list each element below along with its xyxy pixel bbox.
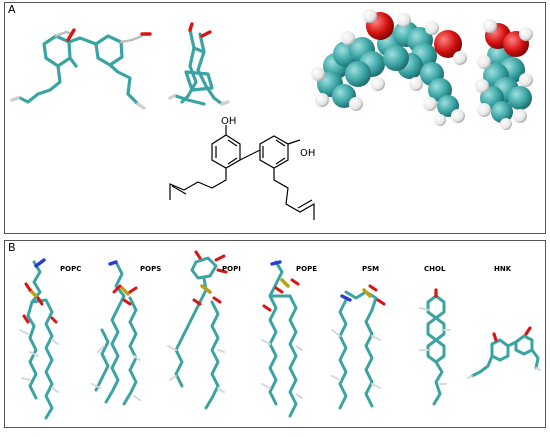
molecule-label-psm: PSM <box>362 265 380 273</box>
honokiol-stick-model-side <box>174 28 224 106</box>
honokiol-space-filling-front <box>311 9 467 126</box>
popc-stick-model <box>19 258 59 420</box>
chol-stick-model <box>419 288 451 406</box>
psm-stick-model <box>331 284 386 410</box>
structure-oh-top: OH <box>221 116 236 127</box>
panel-a-label: A <box>8 3 16 16</box>
honokiol-stick-hydroxyls <box>10 28 152 110</box>
molecule-label-pope: POPE <box>296 265 317 273</box>
honokiol-stick-model-front <box>18 30 144 106</box>
panel-b-label: B <box>8 241 16 254</box>
molecule-label-hnk: HNK <box>494 265 512 273</box>
popi-stick-model <box>167 250 228 410</box>
pope-stick-model <box>261 260 303 418</box>
molecule-label-pops: POPS <box>140 265 162 273</box>
molecule-label-popi: POPI <box>222 265 241 273</box>
molecule-label-chol: CHOL <box>424 265 446 273</box>
honokiol-space-filling-side <box>475 19 533 130</box>
honokiol-stick-side-hydroxyls <box>168 22 230 106</box>
hnk-stick-model <box>467 326 541 379</box>
molecule-label-popc: POPC <box>60 265 82 273</box>
pops-stick-model <box>91 260 141 406</box>
honokiol-skeletal-structure <box>169 125 315 220</box>
structure-oh-right: OH <box>300 148 315 159</box>
